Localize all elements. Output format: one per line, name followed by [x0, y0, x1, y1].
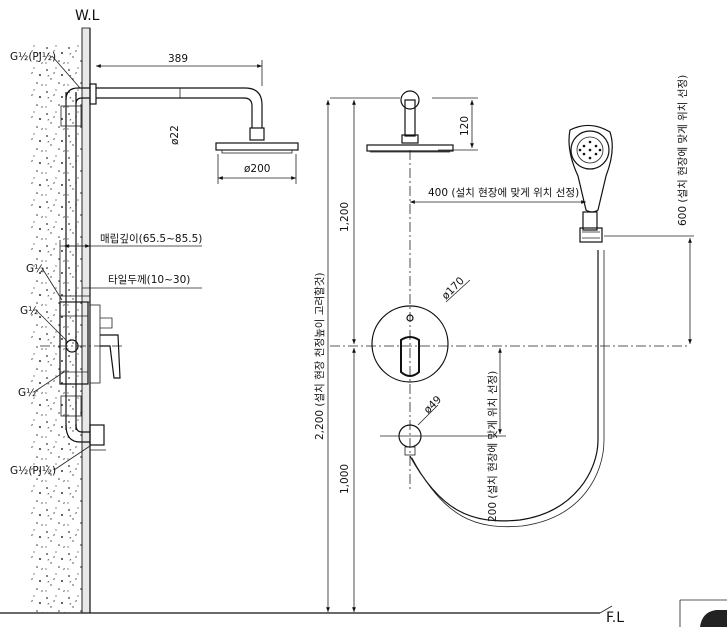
hose-outlet-section: [89, 424, 106, 451]
dim-embed-depth: 매립깊이(65.5~85.5): [59, 232, 202, 300]
dim-600: 600 (설치 현장에 맞게 위치 선정): [604, 75, 694, 344]
dim-2200: 2,200 (설치 현장 천정높이 고려할것): [314, 100, 330, 612]
dim-1000-label: 1,000: [339, 464, 351, 494]
valve-escutcheon-front: ø170: [371, 275, 471, 383]
floor-line: [0, 605, 613, 614]
g-pj-top-label: G½(PJ½): [10, 51, 56, 63]
dim-200: 200 (설치 현장에 맞게 위치 선정): [380, 348, 506, 522]
dim-phi200-label: ø200: [244, 163, 270, 175]
dim-389: 389: [96, 53, 263, 86]
g-pj-bottom-label: G½(PJ½): [10, 465, 56, 477]
dim-phi200: ø200: [217, 154, 297, 184]
dim-2200-label: 2,200 (설치 현장 천정높이 고려할것): [314, 272, 326, 440]
dim-1200: 1,200: [339, 100, 356, 344]
shower-hose: [409, 250, 605, 528]
riser-pipe: [60, 87, 90, 443]
dim-200-label: 200 (설치 현장에 맞게 위치 선정): [486, 371, 499, 522]
dim-1200-label: 1,200: [339, 202, 351, 232]
hose-outlet-front: ø49: [398, 394, 444, 456]
embed-depth-label: 매립깊이(65.5~85.5): [100, 232, 202, 245]
dim-389-label: 389: [168, 53, 188, 65]
hand-shower: [568, 124, 613, 243]
thread-callouts: G½(PJ½) G½ G½ G½ G½(PJ½): [10, 51, 91, 477]
dim-phi170-label: ø170: [440, 275, 467, 302]
dim-phi22: ø22: [169, 88, 181, 145]
dim-120-label: 120: [459, 116, 471, 136]
dim-tile-thickness: 타일두께(10~30): [82, 273, 202, 289]
corner-stamp: [679, 599, 727, 627]
g-half-2-label: G½: [20, 305, 38, 317]
dim-400-label: 400 (설치 현장에 맞게 위치 선정): [428, 186, 579, 199]
dim-1000: 1,000: [339, 348, 356, 612]
g-half-3-label: G½: [18, 387, 36, 399]
floor-line-label: F.L: [606, 610, 624, 626]
g-half-1-label: G½: [26, 263, 44, 275]
wall-line-label: W.L: [75, 8, 100, 24]
tile-thickness-label: 타일두께(10~30): [108, 273, 190, 286]
dim-400: 400 (설치 현장에 맞게 위치 선정): [410, 186, 586, 204]
dim-phi49-label: ø49: [422, 394, 444, 416]
shower-arm-side: [89, 83, 299, 154]
dim-phi22-label: ø22: [169, 125, 181, 145]
shower-head-front: [366, 90, 454, 153]
dim-600-label: 600 (설치 현장에 맞게 위치 선정): [676, 75, 689, 226]
dim-120: 120: [432, 97, 478, 151]
